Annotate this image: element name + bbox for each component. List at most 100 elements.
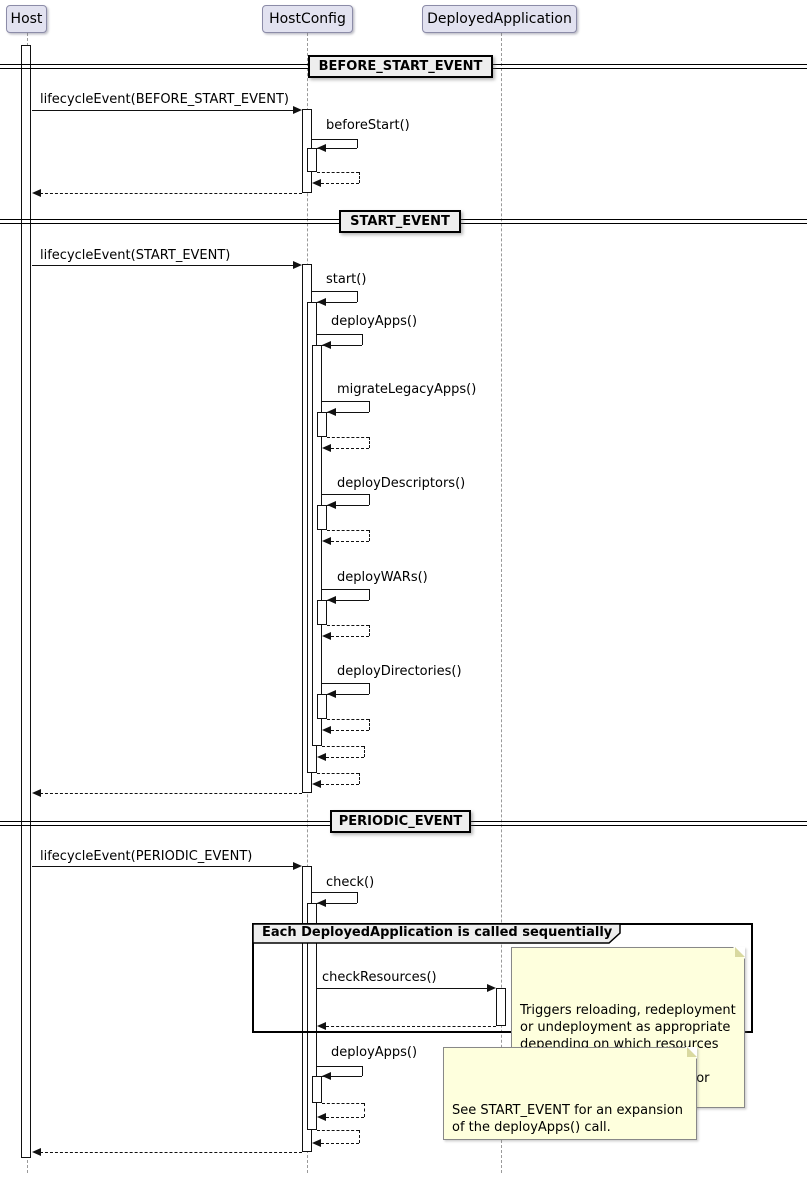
arrowhead-left-icon xyxy=(322,1072,331,1080)
lifeline-deployedapplication xyxy=(501,33,502,1173)
return-line xyxy=(369,437,370,448)
note-text: See START_EVENT for an expansion of the … xyxy=(452,1103,683,1135)
arrowhead-left-icon xyxy=(317,1113,326,1121)
self-call-line xyxy=(362,334,363,345)
participant-label: DeployedApplication xyxy=(427,11,572,27)
message-label: lifecycleEvent(PERIODIC_EVENT) xyxy=(40,849,253,864)
return-line xyxy=(317,172,359,173)
self-call-line xyxy=(317,148,357,149)
activation-hostconfig-l3 xyxy=(312,1076,322,1103)
arrowhead-right-icon xyxy=(293,862,302,870)
participant-label: Host xyxy=(10,11,43,27)
return-line xyxy=(322,1103,364,1104)
return-line xyxy=(316,1143,359,1144)
arrowhead-right-icon xyxy=(293,106,302,114)
participant-hostconfig: HostConfig xyxy=(262,5,353,33)
divider-before-start-event: BEFORE_START_EVENT xyxy=(308,55,493,78)
activation-hostconfig-l4 xyxy=(317,694,327,719)
self-call-line xyxy=(312,139,357,140)
self-call-line xyxy=(322,683,369,684)
message-label: deployApps() xyxy=(331,314,418,329)
message-label: deployWARs() xyxy=(337,570,428,585)
self-call-line xyxy=(322,1076,362,1077)
message-label: check() xyxy=(326,875,375,890)
arrowhead-left-icon xyxy=(327,408,336,416)
self-call-line xyxy=(369,401,370,412)
message-line xyxy=(32,866,294,867)
note-fold-icon xyxy=(735,947,745,957)
activation-deployedapplication xyxy=(496,988,506,1026)
activation-hostconfig-l4 xyxy=(317,412,327,437)
return-line xyxy=(369,719,370,730)
message-line xyxy=(32,265,294,266)
message-label: lifecycleEvent(START_EVENT) xyxy=(40,248,231,263)
return-line xyxy=(316,784,359,785)
arrowhead-left-icon xyxy=(312,780,321,788)
return-line xyxy=(326,541,369,542)
frame-header-pentagon xyxy=(252,923,621,944)
return-line xyxy=(326,636,369,637)
message-label: checkResources() xyxy=(322,970,437,985)
self-call-line xyxy=(322,494,369,495)
message-line xyxy=(317,988,488,989)
return-line xyxy=(321,757,364,758)
self-call-line xyxy=(369,494,370,505)
arrowhead-left-icon xyxy=(322,444,331,452)
self-call-line xyxy=(327,694,369,695)
self-call-line xyxy=(322,401,369,402)
self-call-line xyxy=(322,589,369,590)
self-call-line xyxy=(357,291,358,302)
message-line xyxy=(32,110,294,111)
return-line xyxy=(327,719,369,720)
activation-hostconfig-l2 xyxy=(307,903,317,1130)
arrowhead-left-icon xyxy=(312,1139,321,1147)
arrowhead-left-icon xyxy=(317,1022,326,1030)
message-label: migrateLegacyApps() xyxy=(337,382,477,397)
self-call-line xyxy=(357,139,358,148)
message-label: start() xyxy=(326,272,367,287)
arrowhead-left-icon xyxy=(32,189,41,197)
arrowhead-left-icon xyxy=(317,899,326,907)
arrowhead-right-icon xyxy=(293,261,302,269)
self-call-line xyxy=(327,505,369,506)
self-call-line xyxy=(362,1066,363,1076)
self-call-line xyxy=(327,412,369,413)
arrowhead-left-icon xyxy=(327,501,336,509)
return-line xyxy=(326,730,369,731)
divider-label: BEFORE_START_EVENT xyxy=(318,59,483,74)
activation-hostconfig-l2 xyxy=(307,148,317,172)
message-label: beforeStart() xyxy=(326,118,410,133)
self-call-line xyxy=(317,334,362,335)
divider-label: START_EVENT xyxy=(350,214,450,229)
participant-label: HostConfig xyxy=(269,11,346,27)
return-line xyxy=(359,773,360,784)
return-line xyxy=(316,183,359,184)
arrowhead-left-icon xyxy=(322,341,331,349)
arrowhead-left-icon xyxy=(32,1148,41,1156)
self-call-line xyxy=(357,892,358,903)
arrowhead-left-icon xyxy=(327,596,336,604)
arrowhead-left-icon xyxy=(312,179,321,187)
arrowhead-left-icon xyxy=(317,753,326,761)
return-line xyxy=(322,746,364,747)
return-line xyxy=(40,193,302,194)
return-line xyxy=(321,1117,364,1118)
self-call-line xyxy=(317,1066,362,1067)
return-line xyxy=(369,625,370,636)
return-line xyxy=(326,448,369,449)
self-call-line xyxy=(317,302,357,303)
divider-label: PERIODIC_EVENT xyxy=(338,814,463,829)
arrowhead-left-icon xyxy=(317,298,326,306)
self-call-line xyxy=(312,892,357,893)
return-line xyxy=(359,172,360,183)
return-line xyxy=(364,746,365,757)
divider-start-event: START_EVENT xyxy=(339,210,461,233)
message-label: deployDirectories() xyxy=(337,664,462,679)
return-line xyxy=(40,1152,302,1153)
activation-hostconfig-l4 xyxy=(317,600,327,625)
arrowhead-left-icon xyxy=(317,144,326,152)
return-line xyxy=(327,530,369,531)
return-line xyxy=(364,1103,365,1117)
self-call-line xyxy=(317,903,357,904)
